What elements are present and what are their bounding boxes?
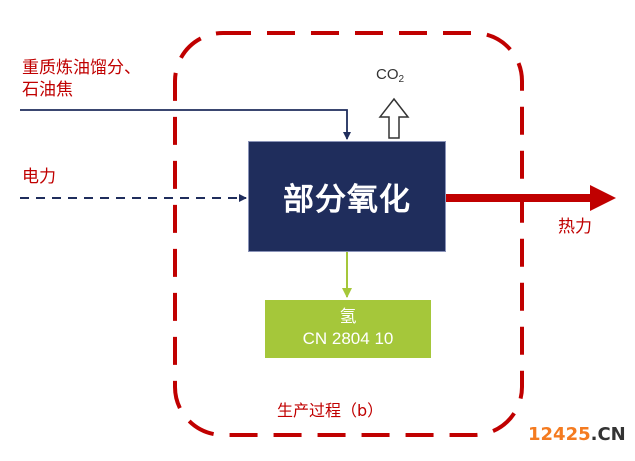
process-label: 部分氧化 [283, 182, 411, 218]
boundary-label: 生产过程（b） [277, 401, 384, 420]
product-name: 氢 [339, 307, 357, 326]
process-box-partial-oxidation: 部分氧化 [248, 141, 446, 252]
watermark-tld: .CN [590, 424, 626, 445]
co2-subscript: 2 [398, 74, 405, 85]
electricity-input-label: 电力 [22, 167, 56, 187]
co2-emission-arrow-icon [378, 97, 410, 139]
feedstock-input-line [20, 109, 351, 140]
feedstock-label-line2: 石油焦 [22, 80, 73, 100]
feedstock-label-line1: 重质炼油馏分、 [22, 58, 141, 78]
heat-output-arrowhead-icon [590, 185, 616, 211]
product-box-hydrogen: 氢 CN 2804 10 [265, 300, 431, 358]
co2-main: CO [376, 66, 399, 83]
heat-output-label: 热力 [558, 217, 592, 237]
watermark-number: 12425 [528, 424, 591, 445]
product-code: CN 2804 10 [302, 329, 394, 348]
watermark-logo: 12425.CN [528, 424, 626, 445]
feedstock-input-label: 重质炼油馏分、 石油焦 [22, 57, 141, 101]
co2-emission-label: CO2 [376, 66, 404, 85]
